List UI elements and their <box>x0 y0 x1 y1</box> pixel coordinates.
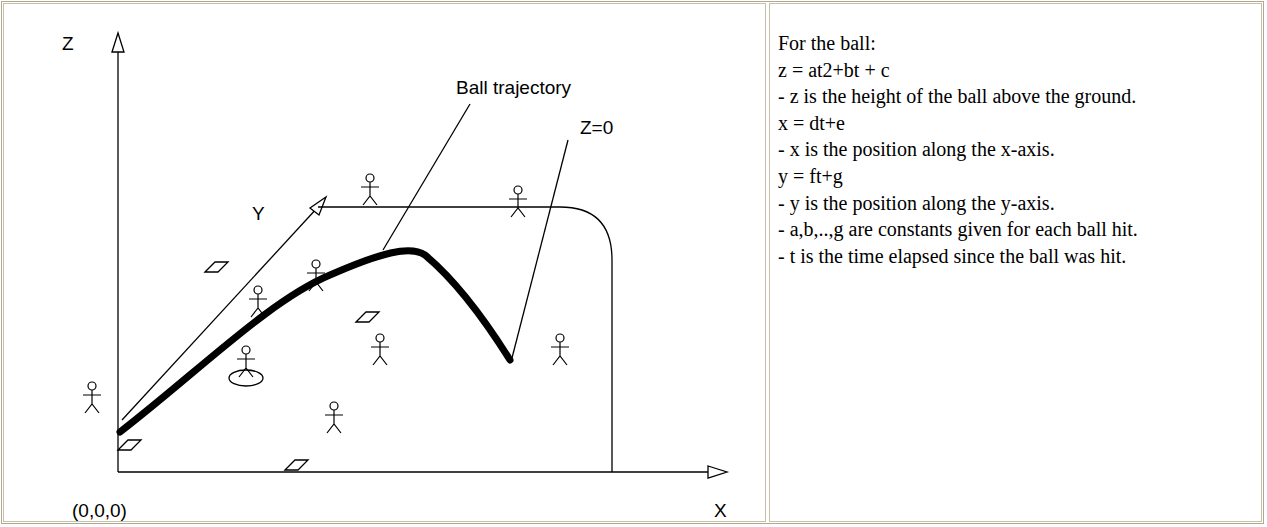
field-boundary <box>318 207 612 472</box>
description-panel: For the ball:z = at2+bt + c- z is the he… <box>778 30 1256 269</box>
ball-trajectory <box>120 251 510 432</box>
player-figure <box>361 174 379 205</box>
player-figure <box>509 186 527 217</box>
axis-label: Y <box>252 204 265 225</box>
player-figure <box>83 382 101 413</box>
description-line: - a,b,..,g are constants given for each … <box>778 216 1256 243</box>
home-base <box>118 440 141 450</box>
leader-line <box>512 140 568 358</box>
y-arrow <box>310 197 326 215</box>
description-line: - y is the position along the y-axis. <box>778 190 1256 217</box>
player-figure <box>325 402 343 433</box>
axis-label: (0,0,0) <box>72 501 127 522</box>
leader-line <box>383 104 470 250</box>
player-figure <box>371 334 389 365</box>
base <box>205 262 228 272</box>
player-figure <box>249 286 267 317</box>
y-axis <box>122 207 318 420</box>
z-arrow <box>112 33 124 52</box>
description-line: z = at2+bt + c <box>778 57 1256 84</box>
x-arrow <box>708 466 727 478</box>
description-line: For the ball: <box>778 30 1256 57</box>
player-figure <box>237 346 255 377</box>
axis-label: Z <box>62 34 74 55</box>
axis-label: Ball trajectory <box>456 78 571 99</box>
description-line: y = ft+g <box>778 163 1256 190</box>
axis-label: X <box>714 501 727 522</box>
axis-label: Z=0 <box>580 118 613 139</box>
description-line: - x is the position along the x-axis. <box>778 136 1256 163</box>
base <box>285 460 308 470</box>
description-line: - t is the time elapsed since the ball w… <box>778 243 1256 270</box>
z-axis <box>117 42 118 472</box>
pitcher-mound <box>229 370 263 386</box>
player-figure <box>307 260 325 291</box>
description-line: - z is the height of the ball above the … <box>778 83 1256 110</box>
player-figure <box>551 334 569 365</box>
x-axis <box>118 471 715 472</box>
base <box>356 312 379 322</box>
description-line: x = dt+e <box>778 110 1256 137</box>
